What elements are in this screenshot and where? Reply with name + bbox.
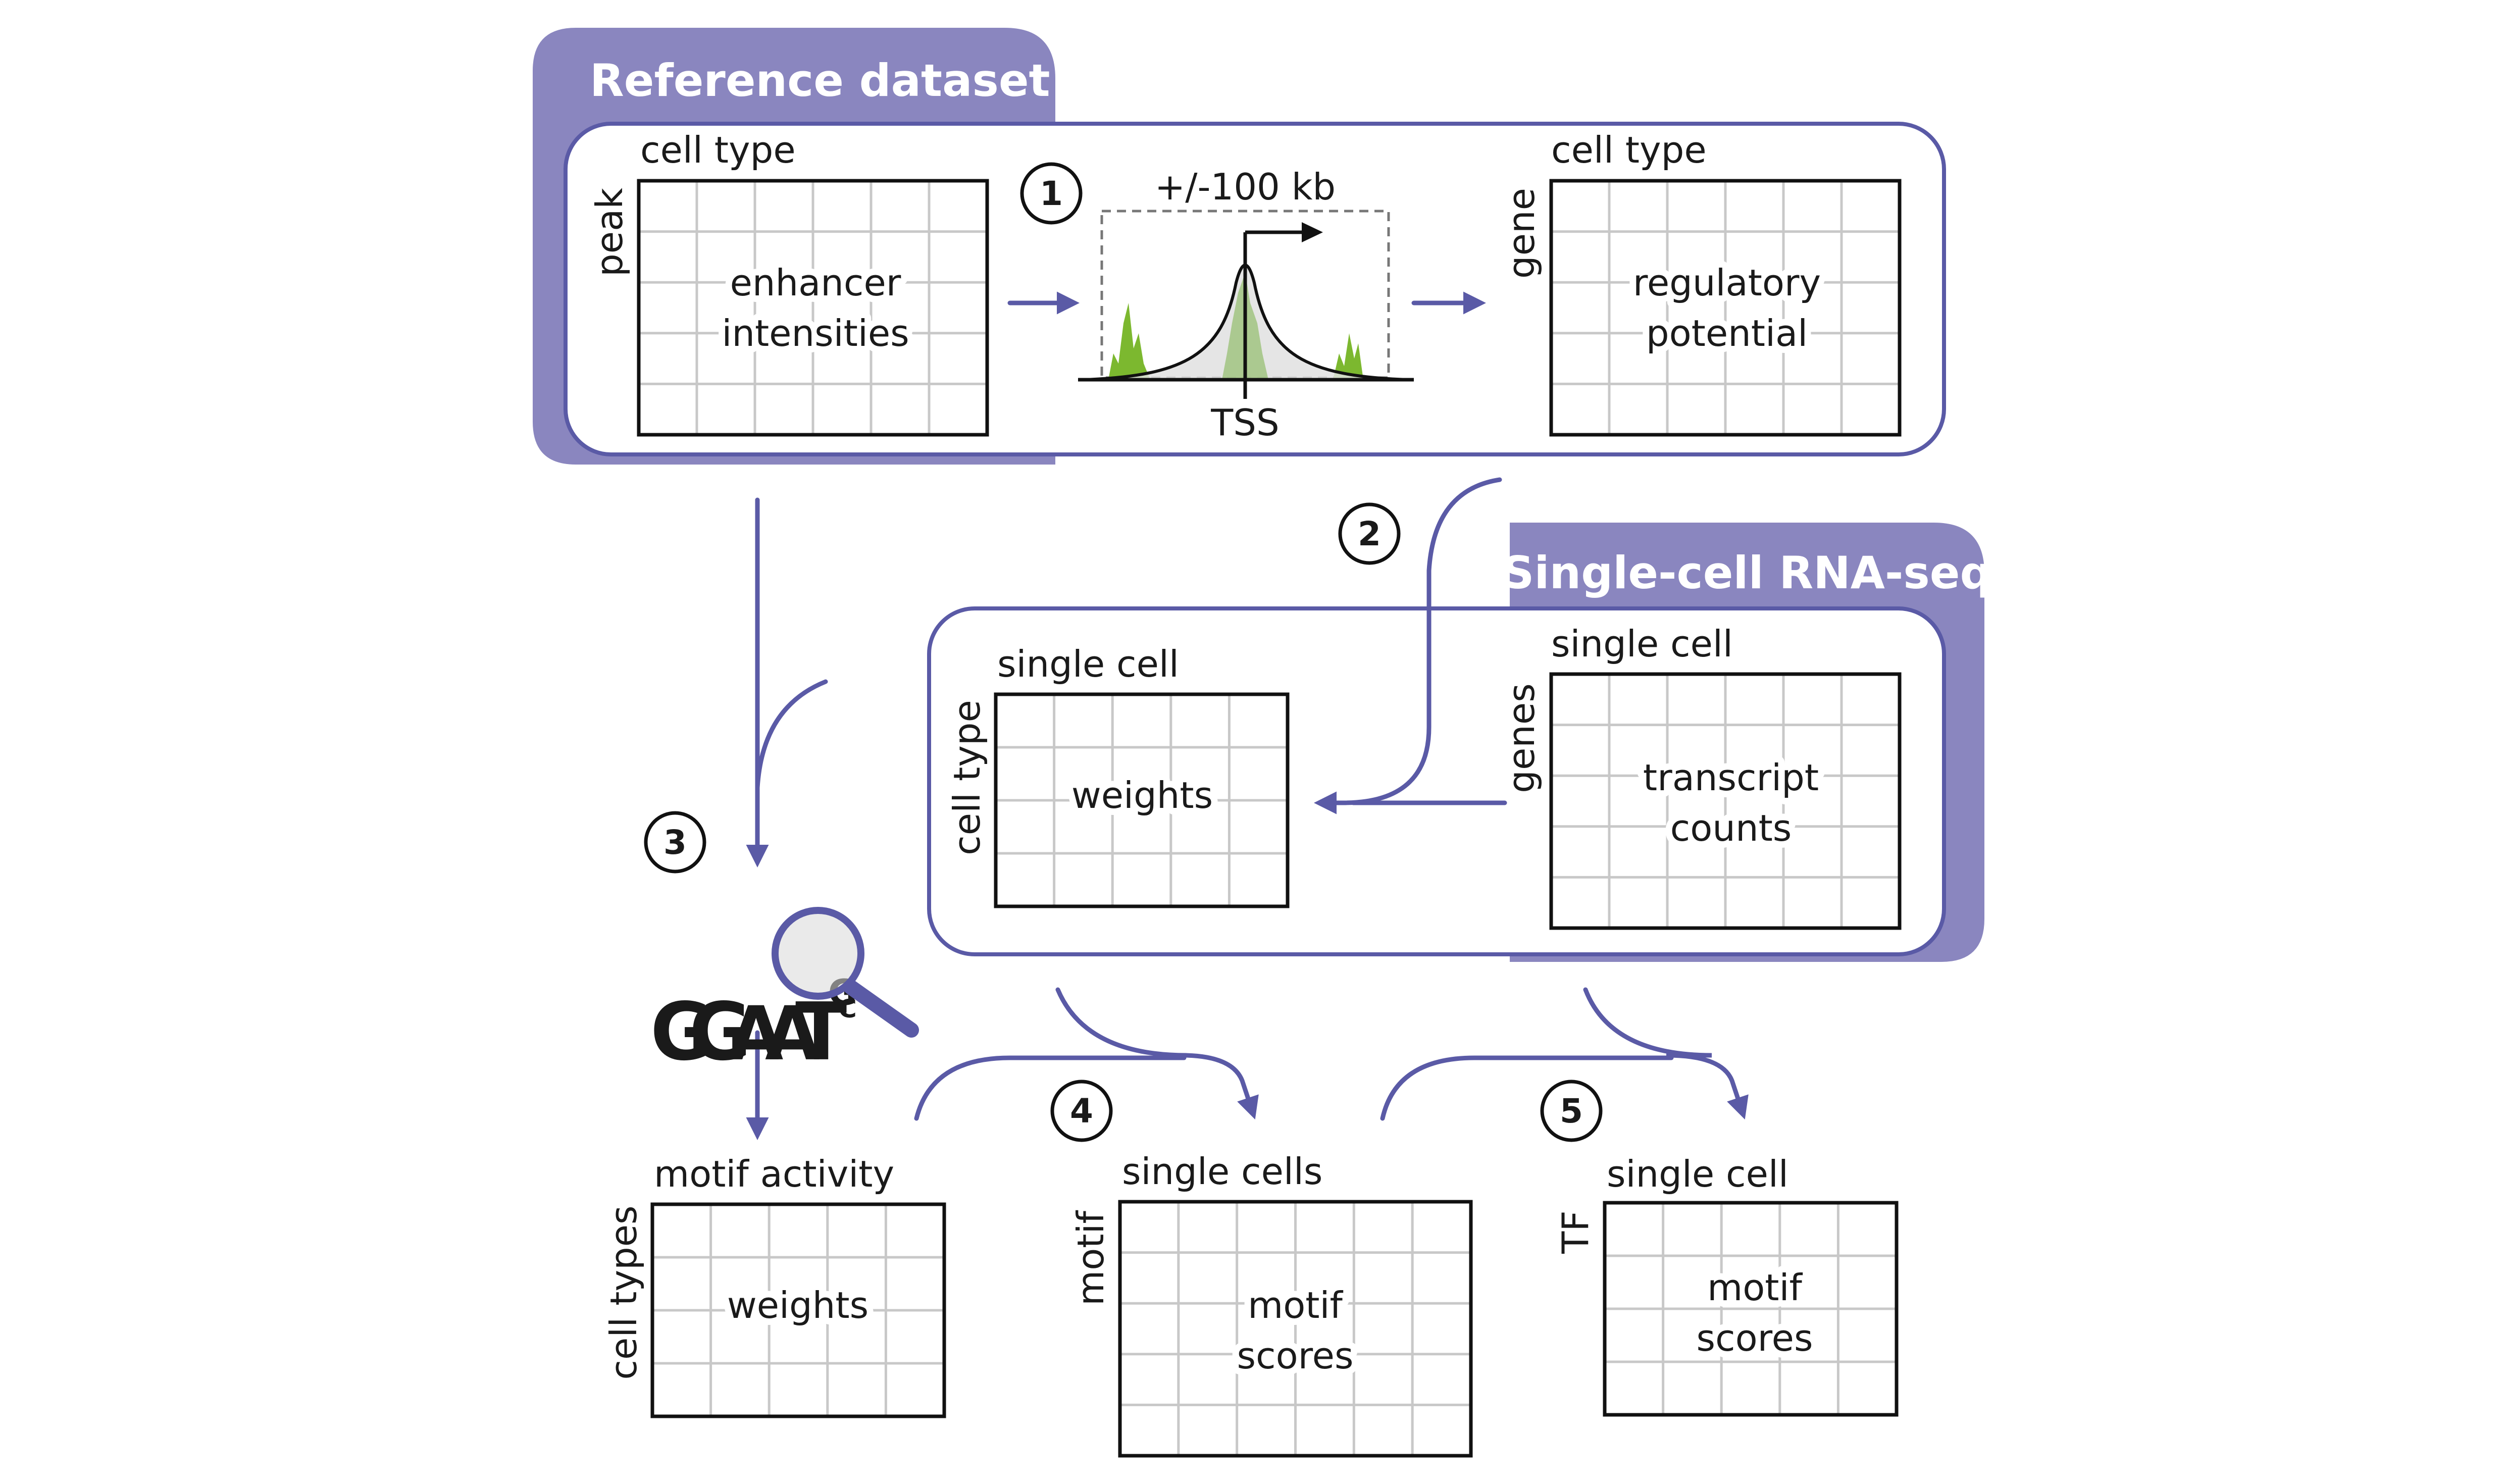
step-4-badge: 4 [1050,1080,1113,1142]
arrow-weights-to-motif-scores [1055,987,1259,1120]
matrix-content-line-1: regulatory [1633,262,1821,304]
matrix-row-label: cell types [602,1205,645,1379]
matrix-celltype-weights: single cell cell type weights [946,643,1290,908]
step-number: 2 [1358,515,1381,553]
matrix-column-label: single cell [997,643,1179,685]
arrow-motif-scores-to-tf-scores [1380,1055,1674,1121]
matrix-content-line-1: motif [1248,1284,1343,1326]
matrix-grid [639,181,987,435]
matrix-motif-activity: motif activity cell types weights [602,1153,946,1418]
matrix-frame [1603,1201,1899,1417]
arrow-transcript-to-tf-scores [1583,987,1749,1120]
matrix-content-line-2: intensities [722,312,909,354]
logo-letter-A1: A [729,991,783,1077]
tss-arrow-icon [1302,222,1323,242]
reference-panel-title: Reference dataset [590,55,1050,107]
matrix-content-line-1: transcript [1643,756,1819,799]
matrix-row-label: peak [588,188,631,277]
matrix-grid [1120,1202,1471,1456]
matrix-content-line-1: enhancer [730,262,901,304]
logo-letter-T: T [795,986,847,1078]
enhancer-peak-right [1333,333,1363,380]
step-number: 3 [663,823,687,862]
matrix-grid [1551,181,1900,435]
matrix-frame [1549,179,1902,437]
logo-letter-A2: A [765,991,820,1077]
matrix-frame [637,179,989,437]
step-number: 4 [1070,1092,1093,1131]
step-number: 5 [1560,1092,1583,1131]
matrix-grid [652,1204,944,1416]
matrix-column-label: single cells [1122,1150,1322,1193]
matrix-row-label: genes [1500,683,1543,793]
matrix-grid [996,694,1288,906]
matrix-row-label: gene [1500,188,1543,279]
motif-logo-magnifier-icon: G G A A T G C [650,907,919,1079]
matrix-motif-scores-cells: single cells motif motif scores [1069,1150,1473,1458]
step-2-badge: 2 [1338,502,1401,565]
arrow-merge-into-motif [755,679,828,790]
matrix-row-label: cell type [946,700,988,855]
tss-label: TSS [1210,401,1279,444]
arrow-regulatory-to-weights [1314,477,1502,814]
matrix-enhancer-intensities: cell type peak enhancer intensities [588,129,989,437]
matrix-content-line-2: potential [1646,312,1808,354]
tss-window-plot: +/-100 kb TSS [1078,166,1414,444]
logo-letter-G1: G [650,986,712,1078]
matrix-column-label: cell type [1551,129,1707,171]
matrix-grid [1605,1203,1897,1415]
matrix-content-line-2: scores [1237,1335,1354,1377]
matrix-content-line-2: scores [1697,1317,1813,1359]
logo-letter-C: C [838,994,857,1024]
step-number: 1 [1040,174,1063,213]
matrix-content-line-2: counts [1670,807,1792,849]
reference-dataset-panel: Reference dataset [533,28,1946,465]
matrix-row-label: TF [1554,1210,1597,1254]
step-5-badge: 5 [1540,1080,1603,1142]
step-3-badge: 3 [644,811,706,874]
scrna-panel-title: Single-cell RNA-seq [1502,547,1991,599]
enhancer-peak-left [1108,303,1150,380]
matrix-regulatory-potential: cell type gene regulatory potential [1500,129,1902,437]
matrix-transcript-counts: single cell genes transcript counts [1500,623,1902,930]
flow-arrows [746,291,1749,1140]
magnifier-lens [772,907,864,1000]
matrix-content-line-1: motif [1707,1266,1803,1309]
logo-letter-G2: G [689,986,751,1078]
magnifier-handle [843,980,919,1038]
arrow-activity-to-motif-scores [914,1055,1187,1121]
matrix-frame [994,692,1290,908]
matrix-column-label: cell type [640,129,796,171]
matrix-frame [650,1202,946,1418]
matrix-content-line-1: weights [727,1284,868,1326]
matrix-column-label: motif activity [654,1153,894,1195]
matrix-grid [1551,674,1900,928]
matrix-tf-motif-scores: single cell TF motif scores [1554,1153,1899,1417]
window-label: +/-100 kb [1155,166,1336,208]
step-1-badge: 1 [1020,162,1083,225]
matrix-frame [1118,1200,1473,1458]
matrix-row-label: motif [1069,1210,1112,1305]
matrix-column-label: single cell [1551,623,1733,665]
matrix-frame [1549,672,1902,930]
matrix-column-label: single cell [1607,1153,1788,1195]
scrna-panel: Single-cell RNA-seq [927,523,1991,962]
matrix-content-line-1: weights [1071,774,1213,816]
